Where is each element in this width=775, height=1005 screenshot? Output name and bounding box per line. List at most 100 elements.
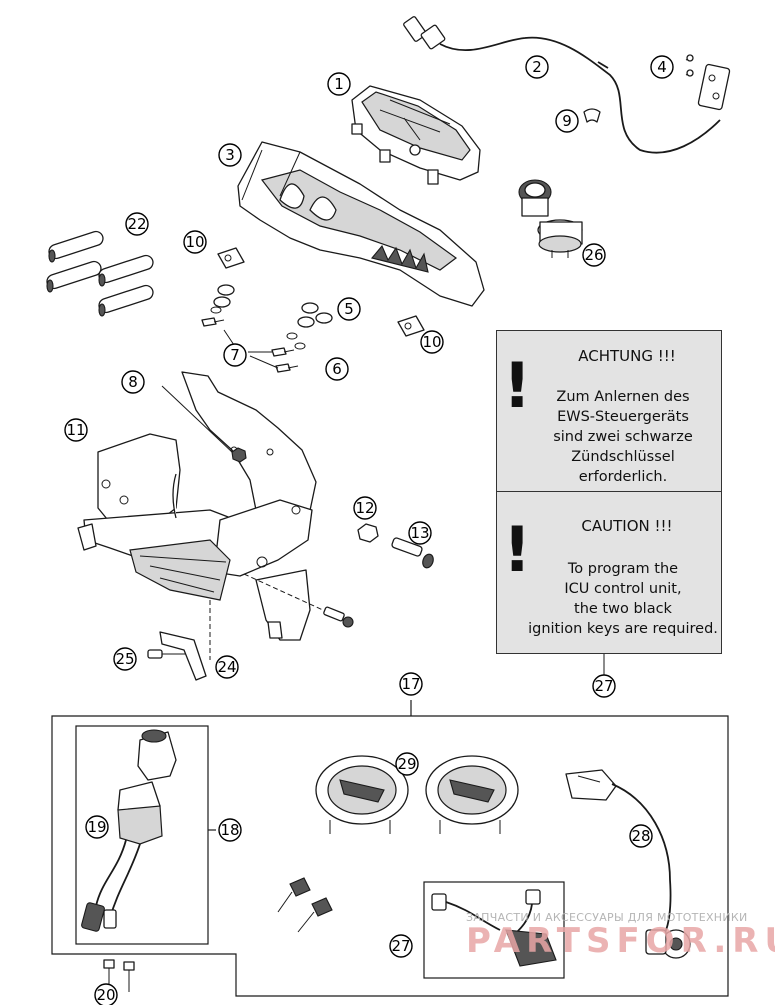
callout-22: 22 xyxy=(125,212,149,236)
notice-german-line-1: Zum Anlernen des xyxy=(556,389,690,405)
callout-20: 20 xyxy=(94,983,118,1005)
part-24-holder xyxy=(159,600,211,681)
notice-divider xyxy=(497,491,721,492)
callout-19: 19 xyxy=(85,815,109,839)
svg-text:1: 1 xyxy=(334,75,344,93)
callout-25: 25 xyxy=(113,647,137,671)
svg-text:27: 27 xyxy=(391,937,410,955)
part-29-antenna-ring-right xyxy=(425,755,519,834)
svg-text:10: 10 xyxy=(185,233,204,251)
notice-german: ! ACHTUNG !!! Zum Anlernen des EWS-Steue… xyxy=(497,331,721,491)
part-4-mounting-plate xyxy=(685,54,731,111)
svg-text:4: 4 xyxy=(657,58,667,76)
notice-german-line-4: Zündschlüssel erforderlich. xyxy=(571,449,675,485)
part-8-nut xyxy=(161,385,247,463)
warning-exclamation-icon: ! xyxy=(503,513,532,586)
svg-text:5: 5 xyxy=(344,300,354,318)
callout-18: 18 xyxy=(218,818,242,842)
svg-text:6: 6 xyxy=(332,360,342,378)
notice-english-line-2: ICU control unit, xyxy=(564,581,682,597)
svg-text:25: 25 xyxy=(115,650,134,668)
part-11-mounting-bracket xyxy=(77,371,317,641)
svg-text:11: 11 xyxy=(66,421,85,439)
svg-text:24: 24 xyxy=(217,658,236,676)
watermark-logo: PARTSFOR.RU xyxy=(466,921,775,961)
callout-6: 6 xyxy=(325,357,349,381)
part-19-ignition-lock xyxy=(81,729,177,932)
part-28-immobilizer-unit xyxy=(565,769,691,959)
callout-10-bottom: 10 xyxy=(420,330,444,354)
svg-text:26: 26 xyxy=(584,246,603,264)
svg-text:2: 2 xyxy=(532,58,542,76)
part-20-shear-bolts xyxy=(103,959,135,992)
callout-10-top: 10 xyxy=(183,230,207,254)
svg-text:20: 20 xyxy=(96,986,115,1004)
part-10-clip-right xyxy=(397,315,425,337)
notice-english-line-1: To program the xyxy=(567,561,679,577)
part-12-nut xyxy=(357,523,379,543)
notice-english-title: CAUTION !!! xyxy=(581,517,673,535)
part-3-headlight-mask xyxy=(237,141,485,307)
part-26-power-socket xyxy=(518,179,583,258)
callout-29: 29 xyxy=(395,752,419,776)
svg-text:27: 27 xyxy=(594,677,613,695)
part-27-adapter-harness xyxy=(431,889,557,967)
svg-text:28: 28 xyxy=(631,827,650,845)
svg-text:9: 9 xyxy=(562,112,572,130)
notice-english: ! CAUTION !!! To program the ICU control… xyxy=(497,491,721,655)
callout-13: 13 xyxy=(408,521,432,545)
svg-text:29: 29 xyxy=(397,755,416,773)
callout-4: 4 xyxy=(650,55,674,79)
callout-24: 24 xyxy=(215,655,239,679)
part-2-wiring-harness xyxy=(403,16,721,154)
callout-12: 12 xyxy=(353,496,377,520)
notice-german-title: ACHTUNG !!! xyxy=(578,347,676,365)
callout-27-bottom: 27 xyxy=(389,934,413,958)
svg-text:8: 8 xyxy=(128,373,138,391)
notice-german-body: Zum Anlernen des EWS-Steuergeräts sind z… xyxy=(525,387,721,487)
notice-german-line-2: EWS-Steuergeräts xyxy=(557,409,689,425)
svg-text:22: 22 xyxy=(127,215,146,233)
svg-text:18: 18 xyxy=(220,821,239,839)
callout-3: 3 xyxy=(218,143,242,167)
watermark-tagline: ЗАПЧАСТИ И АКСЕССУАРЫ ДЛЯ МОТОТЕХНИКИ xyxy=(466,911,748,924)
frame-bolt xyxy=(243,573,354,628)
callout-26: 26 xyxy=(582,243,606,267)
svg-text:17: 17 xyxy=(401,675,420,693)
part-29-antenna-ring-left xyxy=(315,755,409,834)
part-13-bolt xyxy=(391,537,434,569)
notice-english-line-4: ignition keys are required. xyxy=(528,621,718,637)
notice-english-body: To program the ICU control unit, the two… xyxy=(525,559,721,639)
part-7-screws xyxy=(201,317,299,373)
caution-notice-box: ! ACHTUNG !!! Zum Anlernen des EWS-Steue… xyxy=(496,330,722,654)
part-25-screw xyxy=(147,649,186,659)
callout-9: 9 xyxy=(555,109,579,133)
part-9-cable-clip xyxy=(583,108,601,123)
callout-27-top: 27 xyxy=(592,674,616,698)
callout-5: 5 xyxy=(337,297,361,321)
part-5-grommets xyxy=(213,284,333,328)
svg-text:7: 7 xyxy=(230,346,240,364)
ignition-keys xyxy=(277,877,333,933)
warning-exclamation-icon: ! xyxy=(503,349,532,422)
callout-11: 11 xyxy=(64,418,88,442)
svg-text:10: 10 xyxy=(422,333,441,351)
callout-17: 17 xyxy=(399,672,423,696)
callout-28: 28 xyxy=(629,824,653,848)
callout-7: 7 xyxy=(223,343,247,367)
svg-text:3: 3 xyxy=(225,146,235,164)
svg-text:12: 12 xyxy=(355,499,374,517)
part-1-instrument-cluster xyxy=(351,85,481,185)
callout-1: 1 xyxy=(327,72,351,96)
part-10-clip-left xyxy=(217,247,245,269)
notice-english-line-3: the two black xyxy=(574,601,672,617)
svg-text:13: 13 xyxy=(410,524,429,542)
svg-text:19: 19 xyxy=(87,818,106,836)
notice-german-line-3: sind zwei schwarze xyxy=(553,429,693,445)
part-6-washers xyxy=(210,306,306,350)
part-22-foam-sleeves xyxy=(46,230,154,317)
callout-2: 2 xyxy=(525,55,549,79)
group-17-frame xyxy=(51,700,729,997)
callout-8: 8 xyxy=(121,370,145,394)
